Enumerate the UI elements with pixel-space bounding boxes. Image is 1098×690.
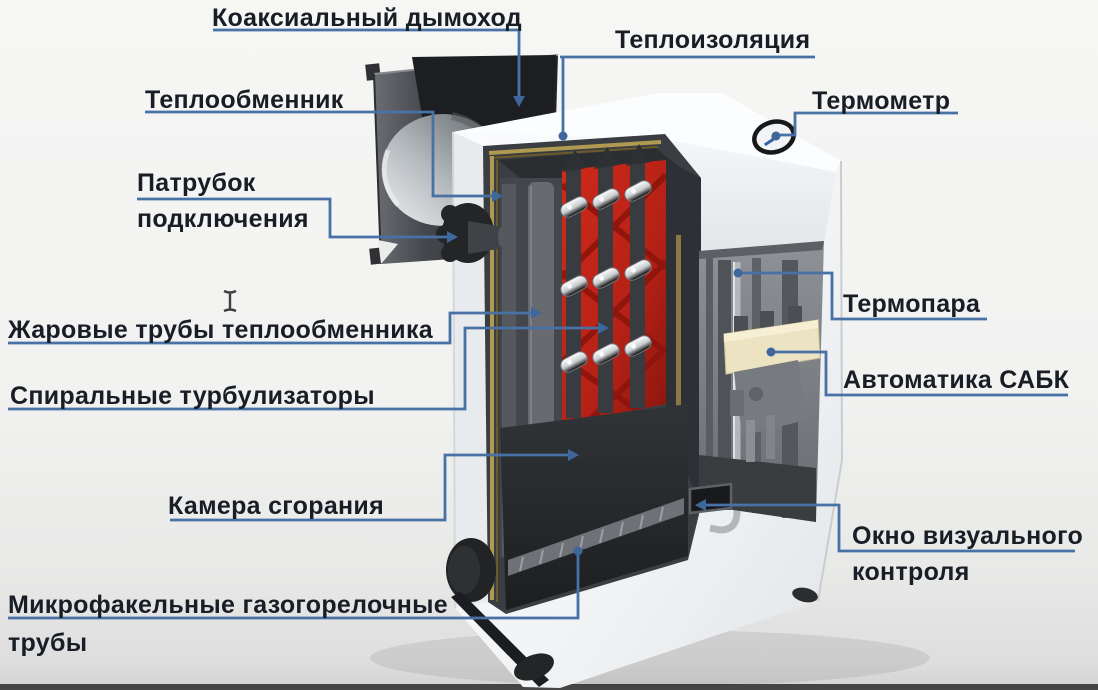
label-coaxial-chimney: Коаксиальный дымоход [212, 4, 522, 32]
boiler-feet [451, 587, 818, 687]
leader-heat-exchanger [145, 110, 494, 198]
label-fire-tubes: Жаровые трубы теплообменника [8, 316, 433, 344]
inspection-window-part [688, 482, 733, 515]
cutaway-interior [483, 134, 701, 614]
label-combustion-chamber: Камера сгорания [168, 492, 384, 520]
leader-thermocouple [742, 271, 987, 321]
burner-tubes-part [508, 498, 684, 576]
label-thermal-insulation: Теплоизоляция [615, 26, 811, 54]
label-sabk-automation: Автоматика САБК [843, 366, 1070, 394]
sabk-automation-part [723, 306, 821, 462]
label-heat-exchanger: Теплообменник [145, 86, 344, 114]
label-inspection-window-line2: контроля [852, 558, 970, 586]
leader-inspection-window [704, 503, 1075, 553]
leader-connection-pipe [137, 197, 449, 239]
label-spiral-turbulators: Спиральные турбулизаторы [10, 382, 375, 410]
label-thermometer: Термометр [812, 87, 951, 115]
leader-fire-tubes [8, 311, 533, 345]
leader-coaxial-chimney [213, 28, 521, 98]
text-cursor [223, 289, 237, 313]
leader-lines [8, 28, 1075, 620]
spiral-turbulators-part [560, 180, 652, 373]
label-connection-pipe-line1: Патрубок [137, 169, 256, 197]
automation-bay [688, 241, 824, 534]
label-thermocouple: Термопара [843, 290, 981, 318]
leader-thermometer [780, 111, 958, 137]
leader-spiral-turbulators [8, 326, 600, 411]
label-burner-tubes-line1: Микрофакельные газогорелочные [8, 591, 448, 619]
label-inspection-window-line1: Окно визуального [852, 522, 1084, 550]
leader-combustion-chamber [170, 453, 570, 522]
drain-fitting [446, 538, 496, 602]
label-connection-pipe-line2: подключения [137, 205, 309, 233]
leader-sabk-automation [775, 350, 1068, 397]
red-chamber [560, 144, 666, 424]
leader-thermal-insulation [560, 55, 815, 132]
label-burner-tubes-line2: трубы [8, 629, 88, 657]
thermocouple-pipe [709, 262, 741, 534]
leader-endpoints [447, 96, 781, 556]
leader-burner-tubes [8, 555, 580, 620]
